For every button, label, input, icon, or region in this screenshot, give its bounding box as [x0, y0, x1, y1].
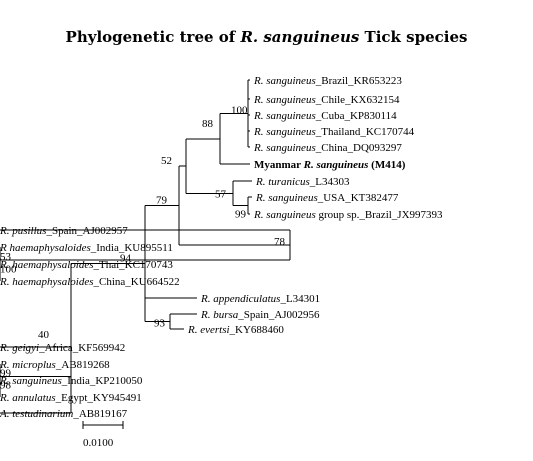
- bootstrap-value: 99: [235, 209, 247, 221]
- taxon-label: R. microplus_AB819268: [0, 359, 110, 371]
- taxon-label: R. evertsi_KY688460: [187, 324, 284, 336]
- taxon-label: R. sanguineus group sp._Brazil_JX997393: [253, 209, 443, 221]
- bootstrap-value: 94: [120, 252, 132, 264]
- taxon-label: R. annulatus_Egypt_KY945491: [0, 392, 142, 404]
- taxon-label: Myanmar R. sanguineus (M414): [254, 159, 406, 171]
- taxon-label: R. geigyi_Africa_KF569942: [0, 342, 125, 354]
- taxon-label: R. appendiculatus_L34301: [200, 293, 320, 305]
- bootstrap-value: 40: [38, 329, 50, 341]
- taxon-label: R. sanguineus_Cuba_KP830114: [253, 110, 397, 122]
- figure-title: Phylogenetic tree of R. sanguineus Tick …: [0, 28, 533, 46]
- bootstrap-value: 93: [154, 318, 166, 330]
- taxon-label: R. sanguineus_USA_KT382477: [255, 192, 399, 204]
- taxon-label: R. sanguineus_Thailand_KC170744: [253, 126, 415, 138]
- taxon-label: R. sanguineus_China_DQ093297: [253, 142, 402, 154]
- bootstrap-value: 98: [0, 380, 12, 392]
- title-prefix: Phylogenetic tree of: [65, 28, 241, 46]
- tree-branches: [0, 79, 291, 414]
- taxon-label: R. haemaphysaloides_Thai_KC170743: [0, 259, 173, 271]
- tree-labels: R. sanguineus_Brazil_KR653223 R. sanguine…: [0, 75, 443, 420]
- bootstrap-value: 100: [231, 105, 248, 117]
- title-species: R. sanguineus: [240, 28, 360, 46]
- bootstrap-value: 99: [0, 367, 12, 379]
- bootstrap-value: 100: [0, 264, 17, 276]
- taxon-label: R. turanicus_L34303: [255, 176, 350, 188]
- scale-bar: 0.0100: [82, 421, 124, 449]
- bootstrap-value: 78: [274, 236, 286, 248]
- bootstrap-value: 52: [161, 155, 172, 167]
- bootstrap-value: 79: [156, 194, 168, 206]
- taxon-label: R. haemaphysaloides_China_KU664522: [0, 276, 180, 288]
- title-suffix: Tick species: [359, 28, 468, 46]
- taxon-label: R. sanguineus_India_KP210050: [0, 375, 143, 387]
- taxon-label: R. pusillus_Spain_AJ002957: [0, 225, 128, 237]
- taxon-label: R. sanguineus_Brazil_KR653223: [253, 75, 402, 87]
- taxon-label: R. sanguineus_Chile_KX632154: [253, 94, 400, 106]
- bootstrap-value: 53: [0, 251, 12, 263]
- taxon-label: R. bursa_Spain_AJ002956: [200, 309, 320, 321]
- scale-bar-label: 0.0100: [83, 437, 114, 449]
- bootstrap-value: 57: [215, 188, 227, 200]
- taxon-label: R haemaphysaloides_India_KU895511: [0, 242, 173, 254]
- taxon-label: A. testudinarium_AB819167: [0, 408, 128, 420]
- bootstrap-value: 88: [202, 118, 214, 130]
